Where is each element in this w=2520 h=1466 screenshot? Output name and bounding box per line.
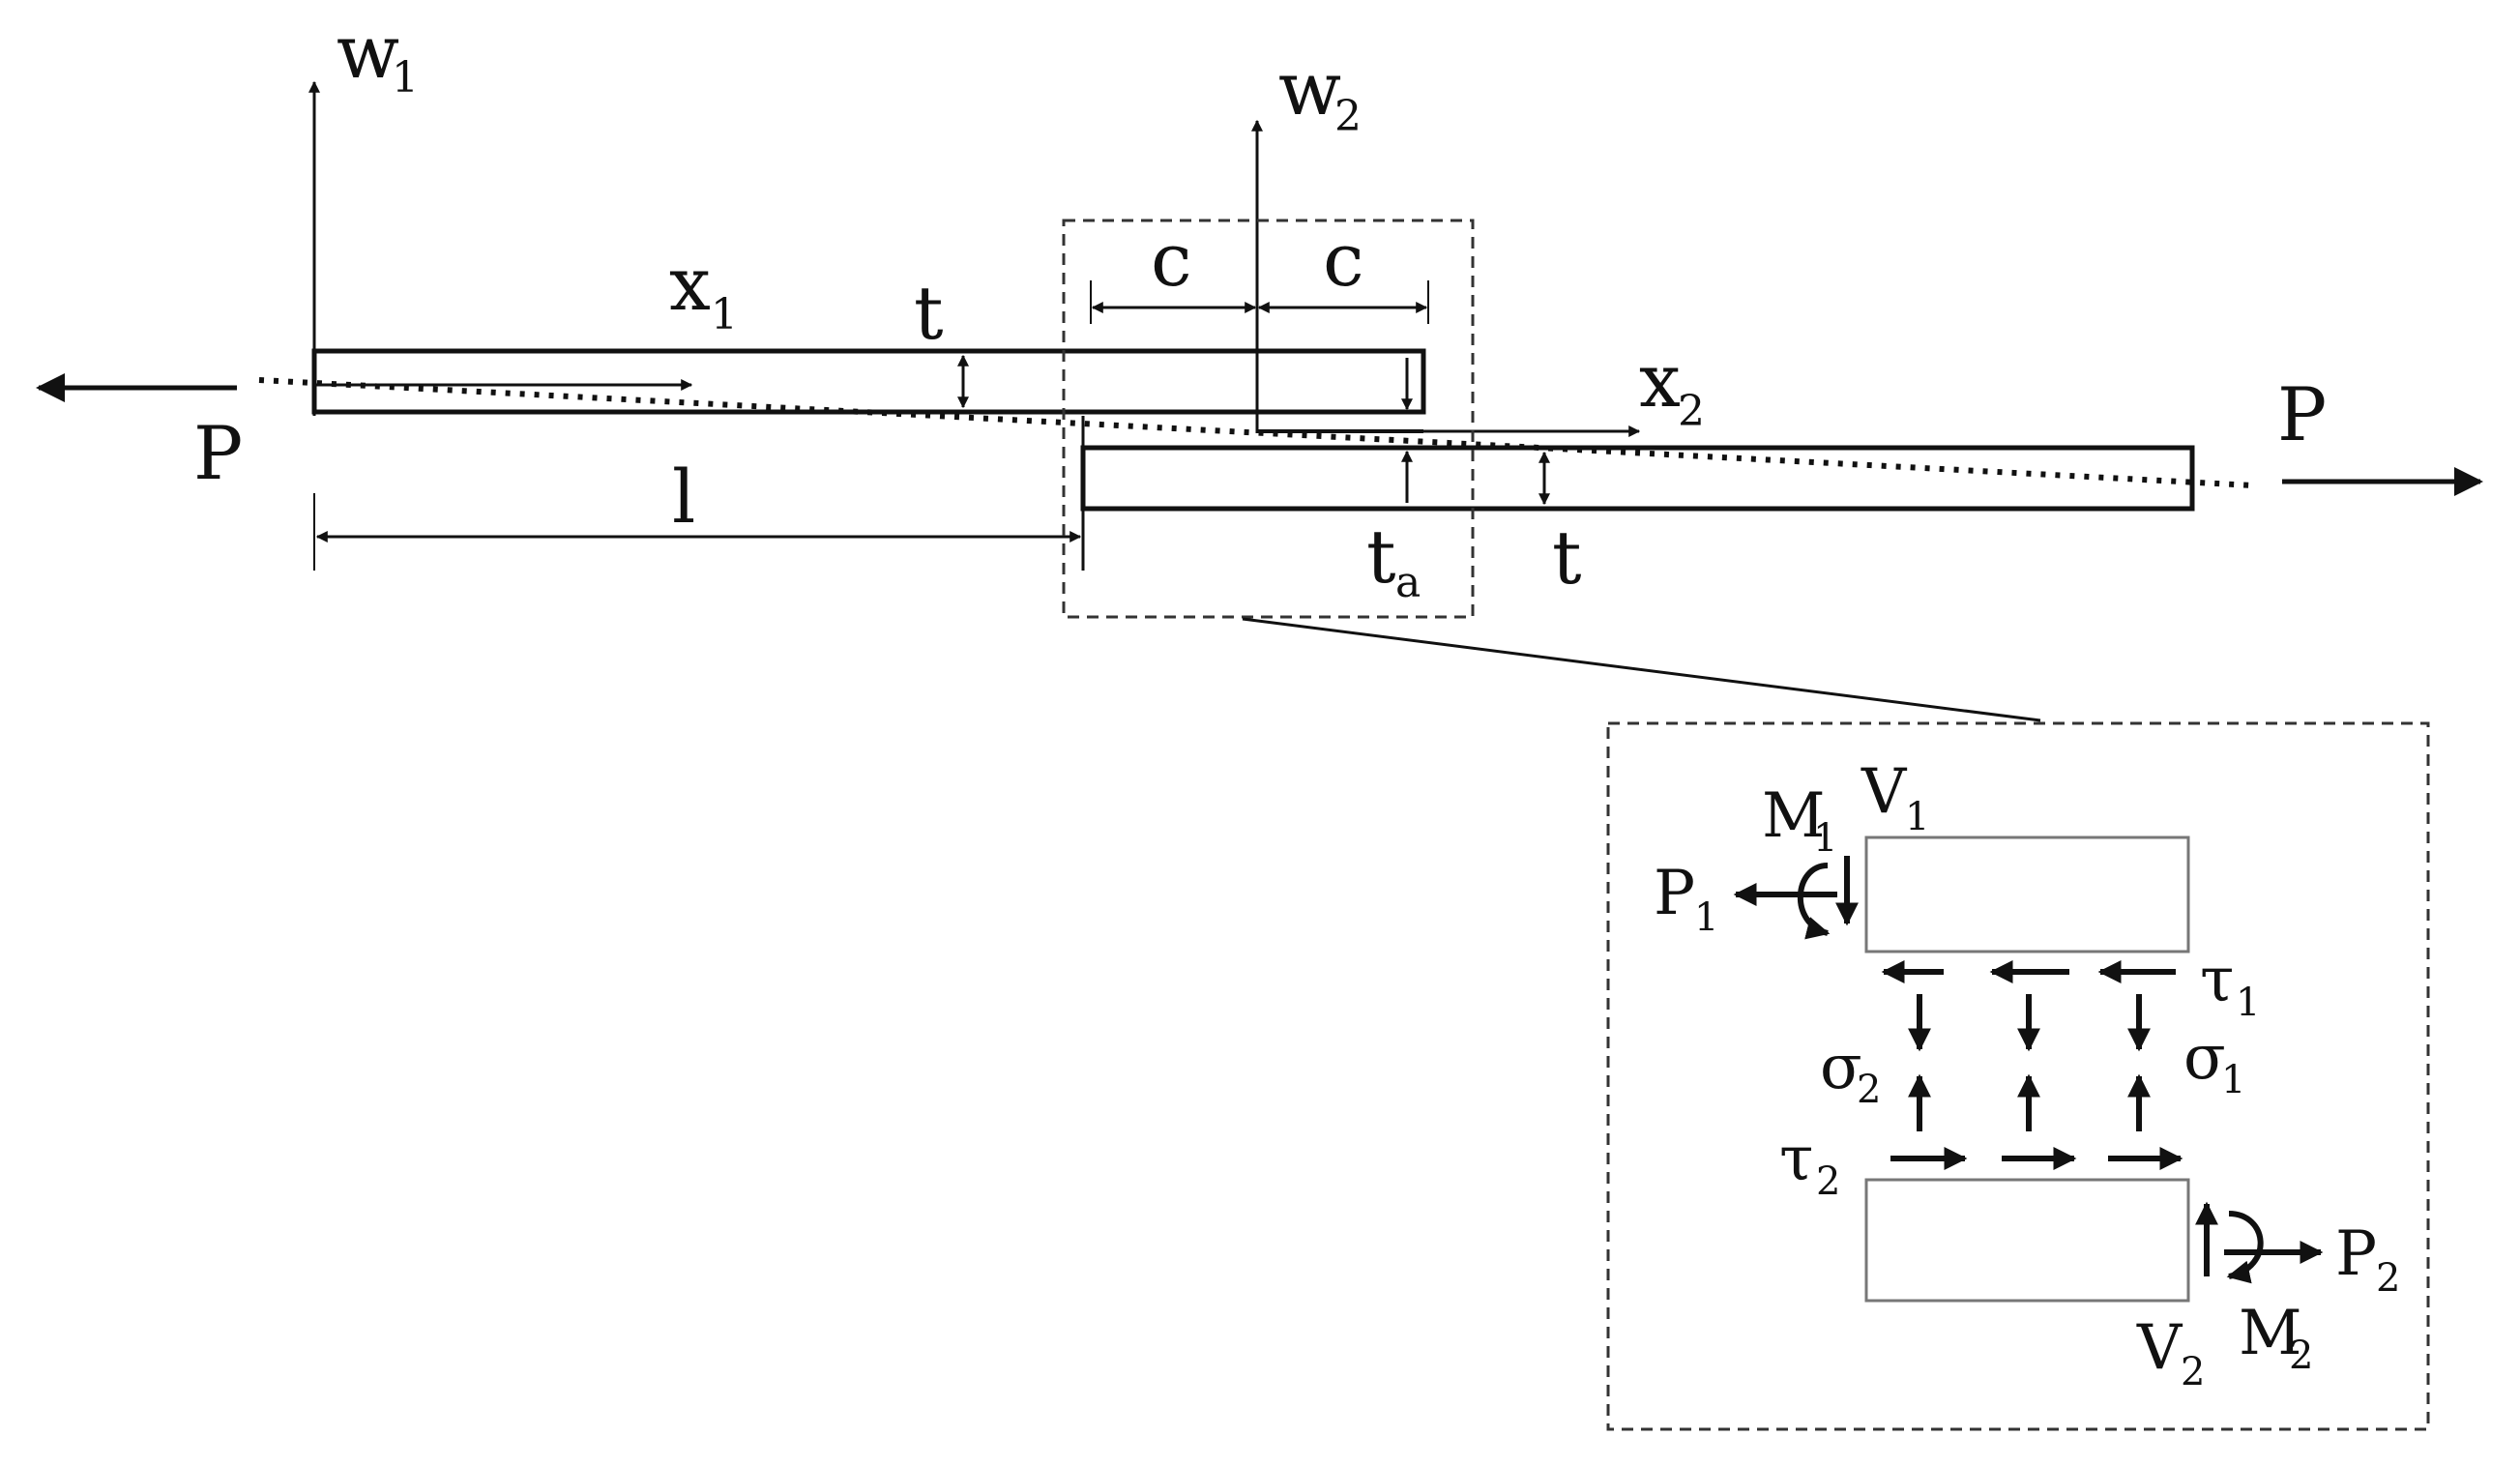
- m2-label: M: [2239, 1298, 2302, 1369]
- m1-label: M: [1762, 780, 1826, 852]
- m1-subscript: 1: [1813, 816, 1837, 861]
- v1-subscript: 1: [1905, 795, 1929, 839]
- x1-label: x: [669, 241, 711, 327]
- adhesive-thickness-subscript: a: [1395, 558, 1421, 607]
- m2-subscript: 2: [2289, 1334, 2313, 1378]
- v2-subscript: 2: [2181, 1350, 2205, 1394]
- sigma2-label: σ: [1820, 1032, 1862, 1103]
- c-right-label: c: [1323, 217, 1364, 303]
- c-left-label: c: [1151, 217, 1192, 303]
- right-load-label: P: [2277, 371, 2327, 457]
- tau2-label: τ: [1779, 1124, 1813, 1195]
- lower-thickness-label: t: [1552, 514, 1582, 601]
- inset-lower-block: [1864, 1178, 2190, 1303]
- x2-subscript: 2: [1678, 387, 1705, 436]
- zoom-region-box: [1062, 219, 1475, 619]
- v1-label: V: [1861, 756, 1908, 828]
- sigma2-subscript: 2: [1857, 1068, 1881, 1112]
- tau2-subscript: 2: [1816, 1159, 1840, 1204]
- w2-subscript: 2: [1334, 92, 1362, 141]
- p2-label: P: [2335, 1218, 2377, 1290]
- w1-label: w: [337, 9, 399, 95]
- p1-label: P: [1654, 858, 1695, 929]
- adhesive-thickness-label: t: [1366, 513, 1396, 600]
- tau1-subscript: 1: [2236, 981, 2260, 1025]
- zoom-leader-line: [1242, 617, 2041, 722]
- upper-thickness-label: t: [914, 270, 944, 356]
- x2-label: x: [1639, 337, 1681, 424]
- sigma1-label: σ: [2183, 1022, 2226, 1094]
- sigma1-subscript: 1: [2221, 1058, 2245, 1102]
- v2-label: V: [2136, 1312, 2183, 1384]
- inset-upper-block: [1864, 836, 2190, 953]
- w2-label: w: [1278, 45, 1341, 132]
- w1-subscript: 1: [392, 53, 419, 103]
- m2-moment-icon: [2226, 1211, 2264, 1284]
- length-label: l: [672, 454, 695, 540]
- m1-moment-icon: [1797, 863, 1831, 940]
- inset-box: [1606, 721, 2430, 1431]
- lower-adherend: [1080, 445, 2195, 512]
- p2-subscript: 2: [2376, 1256, 2400, 1301]
- x1-subscript: 1: [711, 290, 738, 339]
- p1-subscript: 1: [1694, 895, 1718, 940]
- tau1-label: τ: [2200, 945, 2234, 1016]
- left-load-label: P: [193, 410, 243, 496]
